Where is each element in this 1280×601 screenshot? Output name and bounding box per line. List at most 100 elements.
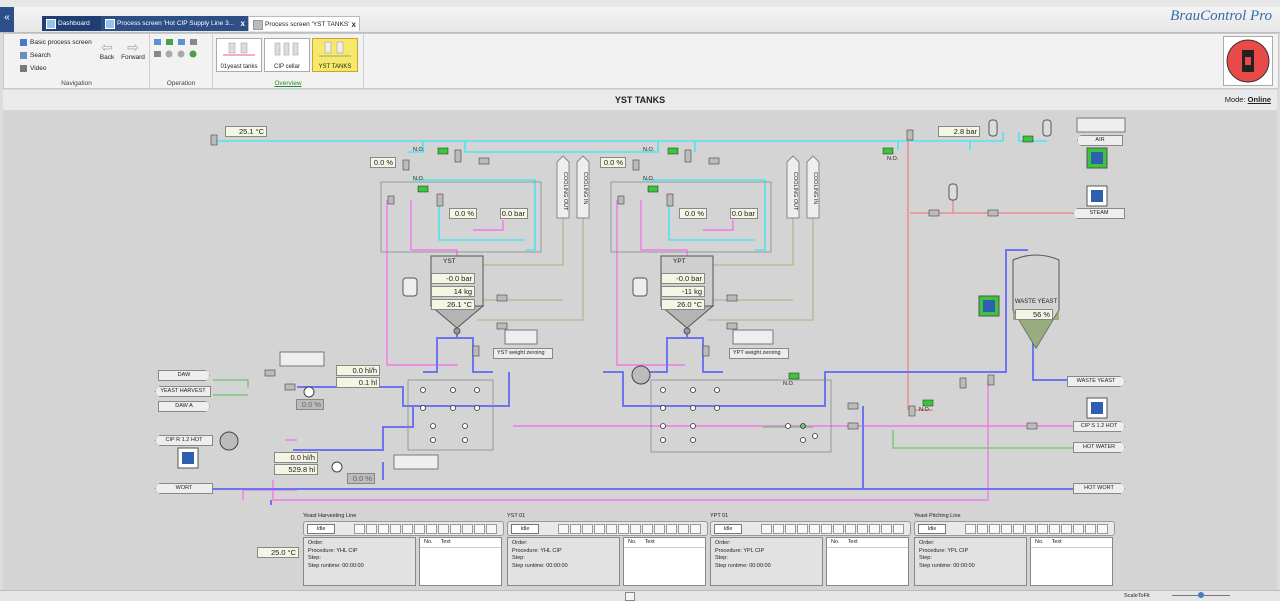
ypt-valve-percent: 0.0% [600, 157, 626, 168]
yst-weigh-icon [402, 277, 418, 297]
cooling-lines [477, 200, 814, 321]
open-valve-indicators[interactable] [417, 135, 1034, 407]
group-label: Operation [166, 80, 196, 87]
hot-wort-line-tag[interactable]: HOT WORT [1073, 483, 1125, 494]
sensor-buttons[interactable] [177, 147, 1108, 469]
tab-dashboard[interactable]: Dashboard [42, 16, 101, 31]
cip-return-pump[interactable] [219, 431, 239, 451]
yst-tank-label: YST [443, 258, 456, 265]
state-badge: Idle [307, 524, 335, 534]
overview-thumb-01yeast-tanks[interactable]: 01yeast tanks [216, 38, 262, 72]
yst-valve-percent: 0.0% [370, 157, 396, 168]
yst-valve-block-frame [380, 181, 542, 253]
search-button[interactable]: Search [20, 52, 51, 59]
tab-hot-cip-supply[interactable]: Process screen 'Hot CIP Supply Line 3...… [101, 16, 248, 31]
forward-button[interactable]: ⇨Forward [120, 40, 146, 61]
transfer-pump[interactable] [631, 365, 651, 385]
process-icon [253, 20, 263, 30]
brand-title: BrauControl Pro [1170, 8, 1272, 24]
yst-manifold-frame [407, 379, 494, 451]
panel-title: YPT 01 [710, 513, 729, 519]
ribbon-group-navigation: Basic process screen Search Video ⇦Back … [4, 34, 150, 88]
bottom-temperature: 25.0°C [257, 547, 299, 558]
ypt-tank-label: YPT [673, 258, 686, 265]
daw-a-line-tag[interactable]: DAW A [158, 401, 210, 412]
arrow-right-icon: ⇨ [127, 39, 139, 55]
cip-return-line-tag[interactable]: CIP R 1.2 HOT [155, 435, 213, 446]
collapse-icon[interactable]: « [0, 7, 14, 32]
yst-weight-zeroing-button[interactable]: YST weight zeroing [493, 348, 553, 359]
normally-open-label: N.O. [643, 147, 655, 153]
group-label: Navigation [61, 80, 92, 87]
normally-open-label: N.O. [887, 156, 899, 162]
tab-yst-tanks[interactable]: Process screen 'YST TANKS'x [248, 16, 360, 31]
normally-open-label: N.O. [919, 407, 931, 413]
manual-valves[interactable] [210, 129, 1038, 505]
harvest-percent: 0.0% [296, 399, 324, 410]
group-label[interactable]: Overview [274, 80, 302, 87]
wort-percent: 0.0% [347, 473, 375, 484]
hot-water-line-tag[interactable]: HOT WATER [1073, 442, 1125, 453]
cip-supply-line-tag[interactable]: CIP S 1.2 HOT [1073, 421, 1125, 432]
panel-title: YST 01 [507, 513, 526, 519]
ribbon-group-operation: Operation [150, 34, 213, 88]
cooling-out-label: COOLING OUT [792, 172, 798, 211]
steam-line-tag[interactable]: STEAM [1073, 208, 1125, 219]
video-icon [20, 65, 27, 72]
mode-label: Mode: [1224, 95, 1246, 104]
video-button[interactable]: Video [20, 65, 47, 72]
state-badge: Idle [918, 524, 946, 534]
wort-flowmeter[interactable] [331, 461, 343, 473]
cooling-out-label: COOLING OUT [562, 172, 568, 211]
close-icon[interactable]: x [351, 20, 356, 29]
zoom-slider-handle[interactable] [1198, 592, 1204, 598]
manifold-valves[interactable] [420, 387, 818, 443]
waste-yeast-tank[interactable] [1012, 254, 1060, 349]
page-title: YST TANKS [614, 95, 666, 105]
basic-process-screen-button[interactable]: Basic process screen [20, 39, 92, 46]
overview-thumb-cip-cellar[interactable]: CIP cellar [264, 38, 310, 72]
message-list[interactable]: No.Text [1030, 537, 1113, 586]
normally-open-label: N.O. [413, 147, 425, 153]
dashboard-icon [46, 19, 56, 29]
message-list[interactable]: No.Text [623, 537, 706, 586]
ribbon: Basic process screen Search Video ⇦Back … [3, 33, 1279, 89]
back-button[interactable]: ⇦Back [96, 40, 118, 61]
overview-thumb-yst-tanks[interactable]: YST TANKS [312, 38, 358, 72]
ypt-valve-block-frame [610, 181, 772, 253]
ypt-weight-zeroing-button[interactable]: YPT weight zeroing [729, 348, 789, 359]
thumbnail-icon [223, 42, 255, 56]
sequence-status-bar: Idle [914, 521, 1115, 536]
daw-line-tag[interactable]: DAW [158, 370, 210, 381]
harvest-flowmeter[interactable] [303, 386, 315, 398]
zoom-mode-label[interactable]: ScaleToFit [1124, 593, 1150, 599]
yeast-harvest-line-tag[interactable]: YEAST HARVEST [155, 386, 211, 397]
air-line-tag[interactable]: AIR [1077, 135, 1123, 146]
message-list[interactable]: No.Text [826, 537, 909, 586]
search-icon [20, 52, 27, 59]
mode-value[interactable]: Online [1247, 95, 1271, 104]
close-icon[interactable]: x [240, 19, 245, 28]
message-list[interactable]: No.Text [419, 537, 502, 586]
operation-icons[interactable] [152, 37, 210, 63]
waste-yeast-line-tag[interactable]: WASTE YEAST [1067, 376, 1125, 387]
thumb-label: CIP cellar [274, 64, 300, 70]
brewery-logo [1223, 36, 1273, 86]
waste-yeast-tank-label: WASTE YEAST [1014, 299, 1058, 305]
tab-label: Dashboard [58, 20, 90, 27]
wort-line-tag[interactable]: WORT [155, 483, 213, 494]
trend-buttons[interactable] [279, 117, 1126, 470]
thumb-label: YST TANKS [318, 64, 352, 70]
ypt-manifold-frame [650, 379, 832, 453]
